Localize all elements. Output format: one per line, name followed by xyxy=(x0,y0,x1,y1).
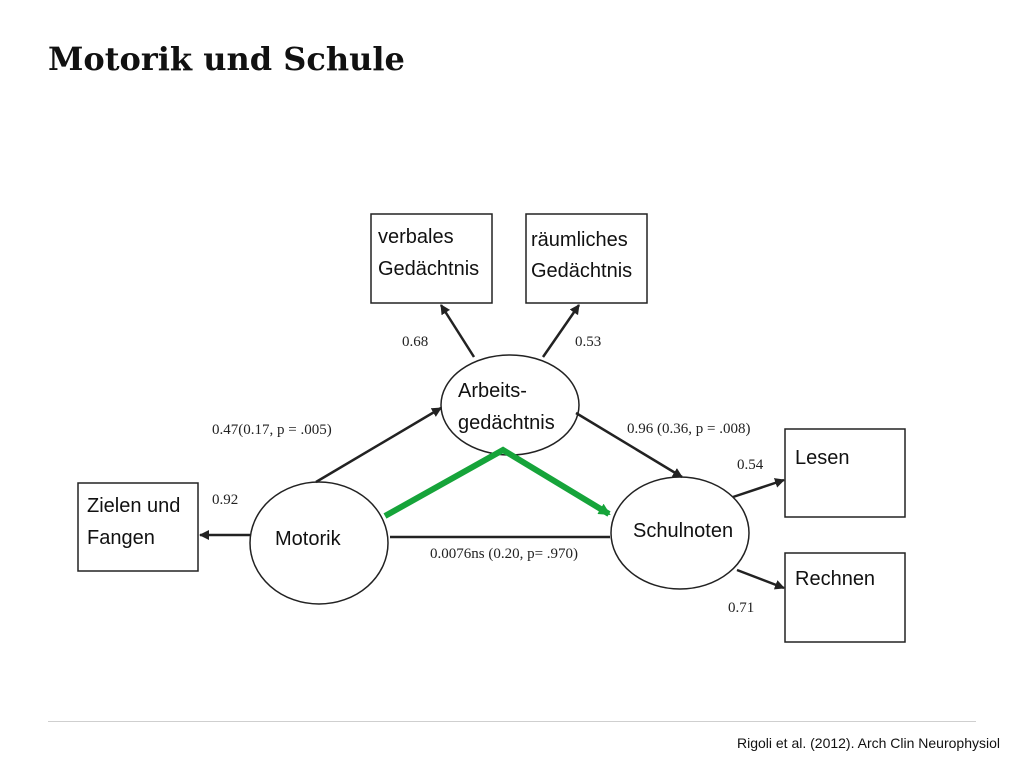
arrow-grades-to-reading xyxy=(732,478,785,499)
arrow-wm-to-verbal xyxy=(439,304,476,358)
footer-divider xyxy=(48,721,976,722)
verbal-memory-box xyxy=(370,213,493,304)
verbal-memory-label-2: Gedächtnis xyxy=(378,258,479,280)
spatial-memory-label-1: räumliches xyxy=(531,229,628,251)
citation: Rigoli et al. (2012). Arch Clin Neurophy… xyxy=(736,735,1000,751)
verbal-memory-label-1: verbales xyxy=(378,226,454,248)
coef-wm-to-grades: 0.96 (0.36, p = .008) xyxy=(627,421,750,437)
arrow-motor-to-wm xyxy=(315,406,442,484)
spatial-memory-label-2: Gedächtnis xyxy=(531,260,632,282)
reading-box xyxy=(784,428,906,518)
reading-label: Lesen xyxy=(795,447,850,469)
coef-grades-to-math: 0.71 xyxy=(728,600,754,616)
grades-label: Schulnoten xyxy=(633,520,733,542)
motor-label: Motorik xyxy=(275,528,342,550)
mediation-highlight-arrow xyxy=(383,446,611,519)
coef-motor-to-wm: 0.47(0.17, p = .005) xyxy=(212,422,332,438)
coef-motor-to-grades: 0.0076ns (0.20, p= .970) xyxy=(430,546,578,562)
coef-wm-to-spatial: 0.53 xyxy=(575,334,601,350)
arrow-wm-to-spatial xyxy=(541,304,581,358)
page-title: Motorik und Schule xyxy=(48,40,405,78)
working-memory-label-1: Arbeits- xyxy=(458,380,527,402)
aiming-catching-label-2: Fangen xyxy=(87,527,155,549)
motor-ellipse xyxy=(249,481,389,605)
coef-grades-to-reading: 0.54 xyxy=(737,457,764,473)
aiming-catching-label-1: Zielen und xyxy=(87,495,180,517)
working-memory-label-2: gedächtnis xyxy=(458,412,555,434)
arrow-wm-to-grades xyxy=(575,411,683,479)
math-label: Rechnen xyxy=(795,568,875,590)
spatial-memory-box xyxy=(525,213,648,304)
coef-wm-to-verbal: 0.68 xyxy=(402,334,428,350)
aiming-catching-box xyxy=(77,482,199,572)
coef-motor-to-aiming: 0.92 xyxy=(212,492,238,508)
working-memory-ellipse xyxy=(440,354,580,456)
arrow-grades-to-math xyxy=(736,568,785,590)
math-box xyxy=(784,552,906,643)
